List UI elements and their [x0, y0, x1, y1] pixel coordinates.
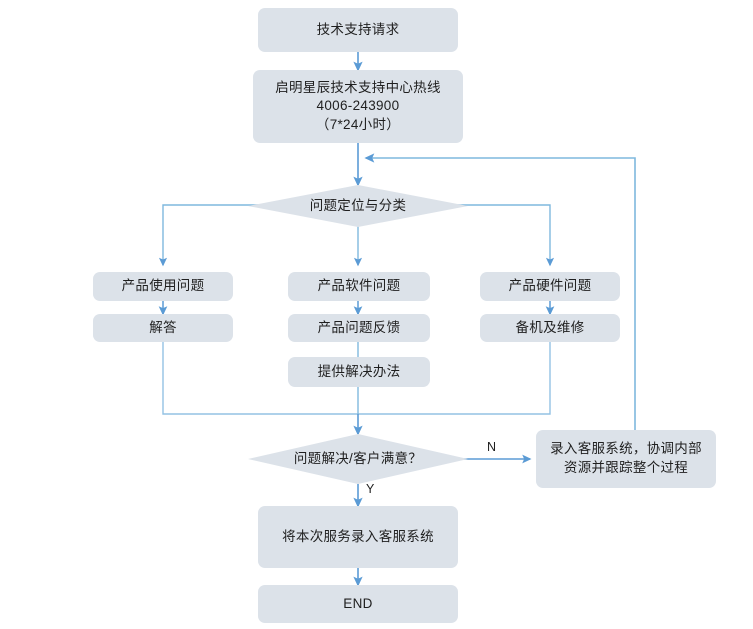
node-end[interactable]: END [258, 585, 458, 623]
node-escalate[interactable]: 录入客服系统，协调内部 资源并跟踪整个过程 [536, 430, 716, 488]
node-issue-feedback-label: 产品问题反馈 [317, 319, 401, 335]
edge-triage-to-usage [158, 204, 260, 267]
node-hardware-issue-label: 产品硬件问题 [508, 278, 592, 294]
node-provide-solution-label: 提供解决办法 [317, 363, 401, 379]
node-spare-repair-label: 备机及维修 [515, 319, 585, 335]
node-issue-feedback[interactable]: 产品问题反馈 [288, 314, 430, 342]
node-spare-repair[interactable]: 备机及维修 [480, 314, 620, 342]
node-provide-solution[interactable]: 提供解决办法 [288, 357, 430, 387]
node-usage-issue[interactable]: 产品使用问题 [93, 272, 233, 301]
node-record-service[interactable]: 将本次服务录入客服系统 [258, 506, 458, 568]
node-start[interactable]: 技术支持请求 [258, 8, 458, 52]
node-triage-label: 问题定位与分类 [309, 197, 407, 213]
node-hotline[interactable]: 启明星辰技术支持中心热线 4006-243900 （7*24小时） [253, 70, 463, 143]
node-usage-issue-label: 产品使用问题 [121, 278, 205, 294]
node-end-label: END [343, 595, 373, 611]
node-triage[interactable]: 问题定位与分类 [248, 185, 468, 227]
node-start-label: 技术支持请求 [316, 21, 400, 37]
node-resolved-check[interactable]: 问题解决/客户满意？ [248, 434, 468, 484]
node-answer[interactable]: 解答 [93, 314, 233, 342]
node-answer-label: 解答 [149, 319, 177, 335]
node-escalate-label: 录入客服系统，协调内部 资源并跟踪整个过程 [550, 441, 702, 475]
node-hotline-label: 启明星辰技术支持中心热线 4006-243900 （7*24小时） [275, 79, 441, 132]
node-record-service-label: 将本次服务录入客服系统 [282, 528, 434, 544]
node-software-issue[interactable]: 产品软件问题 [288, 272, 430, 301]
edge-label-no: N [487, 440, 497, 454]
edge-triage-to-hardware [456, 204, 555, 267]
node-software-issue-label: 产品软件问题 [317, 278, 401, 294]
node-resolved-check-label: 问题解决/客户满意？ [293, 450, 423, 466]
edge-label-yes: Y [366, 482, 375, 496]
node-hardware-issue[interactable]: 产品硬件问题 [480, 272, 620, 301]
